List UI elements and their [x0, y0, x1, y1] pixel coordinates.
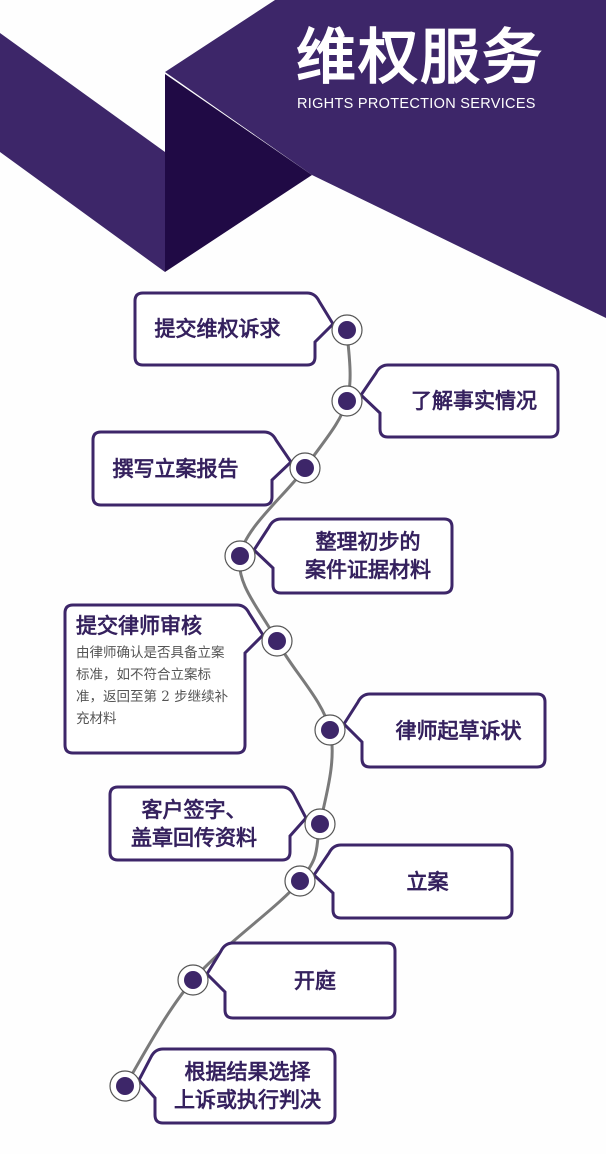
- ribbon-fold-shadow: [165, 74, 312, 272]
- step-node-dot: [184, 971, 202, 989]
- step-title: 开庭: [294, 968, 336, 993]
- step-tag-frame: [342, 692, 547, 769]
- step-title: 整理初步的: [315, 530, 421, 554]
- step-description: 由律师确认是否具备立案标准，如不符合立案标准，返回至第 2 步继续补充材料: [76, 645, 229, 727]
- step-4: 整理初步的案件证据材料: [283, 519, 453, 593]
- step-tag-frame: [312, 843, 514, 920]
- step-title: 了解事实情况: [411, 389, 537, 413]
- step-tag-frame: [91, 430, 293, 507]
- step-title: 立案: [406, 869, 449, 894]
- step-node-dot: [311, 815, 329, 833]
- step-3: 撰写立案报告: [93, 432, 258, 505]
- step-title-line2: 案件证据材料: [305, 558, 431, 582]
- step-tag-frame: [137, 1047, 337, 1125]
- step-tag-frame: [359, 363, 560, 439]
- step-10: 根据结果选择上诉或执行判决: [160, 1049, 335, 1123]
- step-node-dot: [321, 721, 339, 739]
- step-2: 了解事实情况: [390, 365, 558, 437]
- step-title: 根据结果选择: [184, 1060, 311, 1084]
- step-node-dot: [116, 1077, 134, 1095]
- step-8: 立案: [343, 845, 512, 918]
- page-title: 维权服务: [296, 23, 544, 93]
- step-title-line2: 上诉或执行判决: [174, 1088, 321, 1112]
- right-ribbon: [165, 0, 606, 318]
- step-tag-frame: [108, 785, 308, 862]
- page-subtitle: RIGHTS PROTECTION SERVICES: [297, 96, 536, 112]
- step-5: 提交律师审核 由律师确认是否具备立案标准，如不符合立案标准，返回至第 2 步继续…: [76, 612, 236, 742]
- step-7: 客户签字、盖章回传资料: [110, 787, 278, 860]
- step-tag-frame: [63, 603, 265, 755]
- step-1: 提交维权诉求: [135, 293, 300, 365]
- step-node-dot: [231, 547, 249, 565]
- step-9: 开庭: [235, 943, 395, 1018]
- step-6: 律师起草诉状: [372, 694, 545, 767]
- step-node-dot: [291, 872, 309, 890]
- step-title-line2: 盖章回传资料: [131, 825, 257, 850]
- step-tag-frame: [205, 941, 397, 1020]
- step-node-dot: [338, 392, 356, 410]
- step-title: 提交维权诉求: [154, 317, 281, 341]
- step-node-dot: [296, 459, 314, 477]
- step-tag-frame: [133, 291, 335, 367]
- step-title: 律师起草诉状: [395, 718, 522, 743]
- step-title: 提交律师审核: [76, 614, 202, 638]
- left-ribbon: [0, 33, 165, 272]
- step-node-dot: [338, 321, 356, 339]
- step-title: 客户签字、: [141, 797, 247, 822]
- step-node-dot: [268, 632, 286, 650]
- step-title: 撰写立案报告: [112, 456, 239, 481]
- step-tag-frame: [252, 517, 454, 595]
